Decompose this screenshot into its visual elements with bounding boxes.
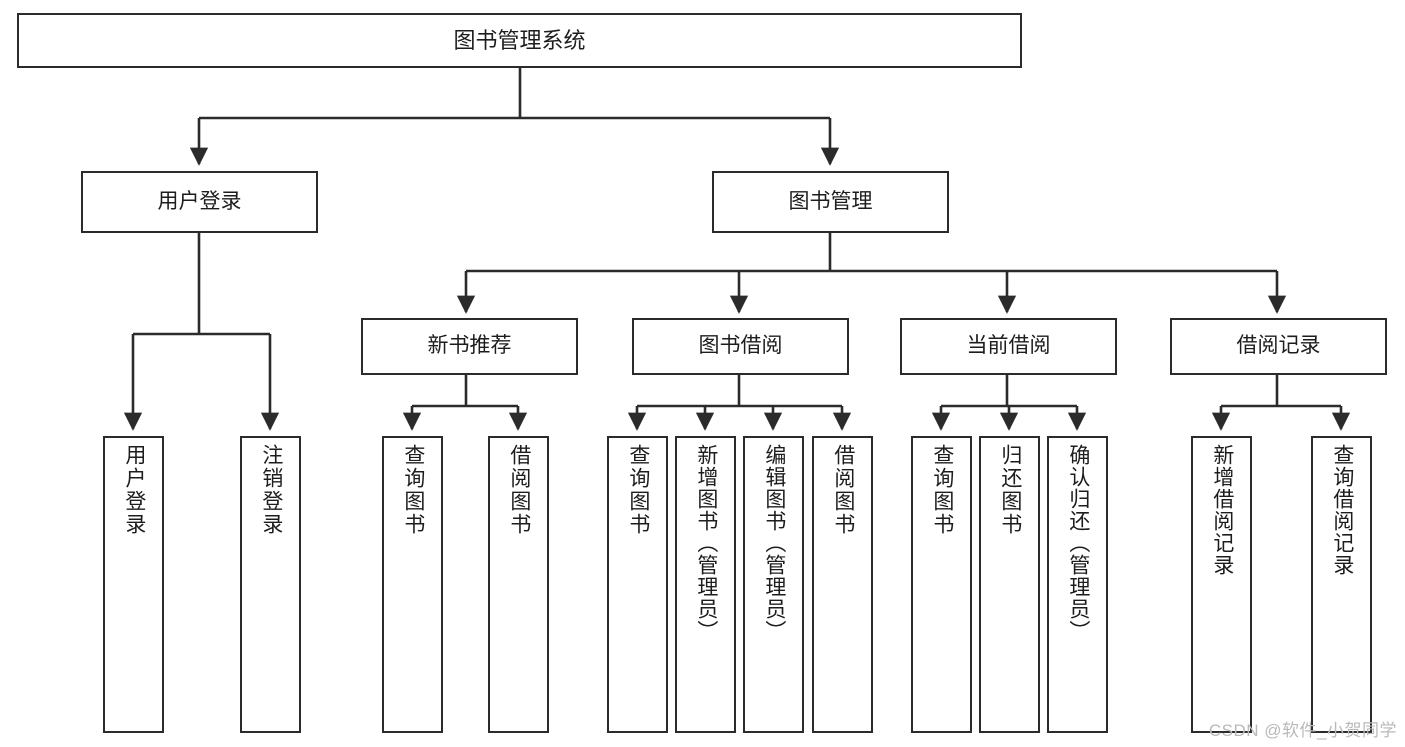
node-new-book-rec-label: 新书推荐 [427,334,512,358]
node-leaf-query-borrow-record-label: 查询借阅记录 [1330,444,1354,576]
node-book-mgmt-label: 图书管理 [788,189,873,213]
node-leaf-edit-book-admin[interactable]: 编辑图书（管理员） [743,436,804,733]
node-leaf-query-book-1[interactable]: 查询图书 [382,436,443,733]
node-leaf-return-book-label: 归还图书 [998,444,1022,536]
node-book-borrow[interactable]: 图书借阅 [632,318,849,375]
node-leaf-logout[interactable]: 注销登录 [240,436,301,733]
node-leaf-query-borrow-record[interactable]: 查询借阅记录 [1311,436,1372,733]
node-current-borrow[interactable]: 当前借阅 [900,318,1117,375]
node-leaf-query-book-2-label: 查询图书 [626,444,650,536]
node-leaf-user-login-label: 用户登录 [122,444,146,536]
node-leaf-return-book[interactable]: 归还图书 [979,436,1040,733]
node-root-label: 图书管理系统 [453,27,586,53]
node-user-login[interactable]: 用户登录 [81,171,318,233]
node-leaf-query-book-3[interactable]: 查询图书 [911,436,972,733]
node-current-borrow-label: 当前借阅 [966,334,1051,358]
node-book-mgmt[interactable]: 图书管理 [712,171,949,233]
node-leaf-borrow-book-1[interactable]: 借阅图书 [488,436,549,733]
node-leaf-query-book-1-label: 查询图书 [401,444,425,536]
node-user-login-label: 用户登录 [157,189,242,213]
node-leaf-query-book-2[interactable]: 查询图书 [607,436,668,733]
node-leaf-user-login[interactable]: 用户登录 [103,436,164,733]
node-leaf-query-book-3-label: 查询图书 [930,444,954,536]
node-leaf-borrow-book-2[interactable]: 借阅图书 [812,436,873,733]
node-new-book-rec[interactable]: 新书推荐 [361,318,578,375]
node-leaf-add-book-admin-label: 新增图书（管理员） [694,444,718,642]
node-leaf-borrow-book-1-label: 借阅图书 [507,444,531,536]
node-leaf-confirm-return-admin[interactable]: 确认归还（管理员） [1047,436,1108,733]
node-borrow-record[interactable]: 借阅记录 [1170,318,1387,375]
node-leaf-borrow-book-2-label: 借阅图书 [831,444,855,536]
node-leaf-edit-book-admin-label: 编辑图书（管理员） [762,444,786,642]
node-leaf-logout-label: 注销登录 [259,444,283,536]
csdn-watermark: CSDN @软件_小贺同学 [1208,721,1397,740]
node-borrow-record-label: 借阅记录 [1236,334,1321,358]
node-leaf-add-borrow-record-label: 新增借阅记录 [1210,444,1234,576]
node-root[interactable]: 图书管理系统 [17,13,1022,68]
node-book-borrow-label: 图书借阅 [698,334,783,358]
node-leaf-add-book-admin[interactable]: 新增图书（管理员） [675,436,736,733]
node-leaf-confirm-return-admin-label: 确认归还（管理员） [1066,444,1090,642]
node-leaf-add-borrow-record[interactable]: 新增借阅记录 [1191,436,1252,733]
